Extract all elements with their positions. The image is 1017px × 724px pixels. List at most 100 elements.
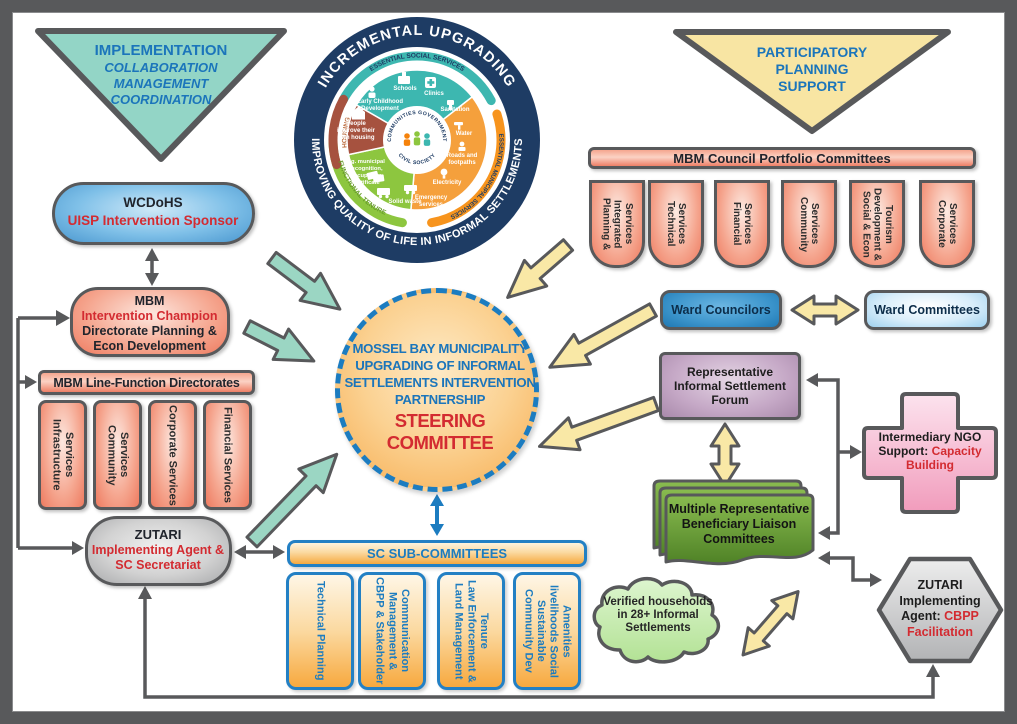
arrow-yellow-forum: [537, 395, 660, 452]
portfolio-1-label: Planning & Integrated Services: [600, 197, 634, 251]
label-housing: People improve their own housing: [336, 121, 375, 142]
housing-icon: [352, 106, 365, 120]
directorate-corporate: Corporate Services: [148, 400, 197, 510]
label-emergency: Emergency services: [414, 195, 448, 209]
label-solid-waste: Solid waste: [388, 199, 422, 205]
schools-icon: [398, 72, 410, 84]
ngo-dark-label: Intermediary NGO Support:: [878, 430, 982, 458]
steering-committee-circle: MOSSEL BAY MUNICIPALITY UPGRADING OF INF…: [335, 288, 539, 492]
arrow-councilors-committees: [790, 294, 860, 326]
segment-social-services: [355, 69, 474, 141]
zutari-hex-agent: Agent:: [901, 609, 941, 624]
participatory-line2: PLANNING: [775, 61, 849, 77]
arrow-yellow-portfolio: [506, 238, 575, 299]
subcommittee-technical-planning: Technical Planning: [286, 572, 354, 690]
wcdohs-box: WCDoHS UISP Intervention Sponsor: [52, 182, 255, 245]
liaison-stack: [652, 479, 815, 566]
directorate-corporate-label: Corporate Services: [166, 404, 179, 506]
arrow-yellow-councilors: [548, 302, 658, 369]
zutari-title: ZUTARI: [134, 527, 182, 542]
portfolio-technical: Technical Services: [648, 180, 704, 268]
line-function-header: MBM Line-Function Directorates: [38, 370, 255, 395]
implementation-title: IMPLEMENTATION: [94, 42, 228, 59]
label-electricity: Electricity: [432, 180, 462, 186]
households-cloud-text: Verified households in 28+ Informal Sett…: [603, 596, 713, 635]
directorate-infrastructure-label: Infrastructure Services: [50, 419, 75, 491]
portfolio-planning: Planning & Integrated Services: [589, 180, 645, 268]
subcommittee-3-label: Land Management Law Enforcement & Tenure: [452, 579, 490, 683]
portfolio-social-econ: Social & Econ Development & Tourism: [849, 180, 905, 268]
arrow-forum-liaison: [709, 422, 741, 488]
implementation-line1: COLLABORATION: [104, 60, 218, 75]
mbm-champion-box: MBM Intervention Champion Directorate Pl…: [70, 287, 230, 357]
community-people-icon: [403, 131, 431, 146]
arrow-cloud-liaison: [741, 590, 800, 657]
steering-line3: SETTLEMENTS INTERVENTION: [344, 375, 536, 390]
directorate-community: Community Services: [93, 400, 142, 510]
zutari-box: ZUTARI Implementing Agent & SC Secretari…: [85, 516, 232, 586]
zutari-hex-text: ZUTARI Implementing Agent: CBPP Facilita…: [892, 578, 988, 641]
arrow-teal-infographic: [266, 250, 342, 311]
portfolio-3-label: Financial Services: [731, 202, 754, 246]
zutari-hex-line3: Agent: CBPP: [892, 609, 988, 625]
arc-housing: [328, 94, 348, 170]
steering-subcommittee-arrow: [430, 494, 444, 536]
participatory-line3: SUPPORT: [778, 78, 846, 94]
steering-line4: PARTNERSHIP: [394, 392, 486, 407]
zutari-hex-line2: Implementing: [899, 593, 981, 608]
subcommittee-community-dev: Community Dev Sustainable livelihoods So…: [513, 572, 581, 690]
zutari-hex-cbpp: CBPP: [944, 609, 979, 624]
clinics-icon: [425, 77, 436, 88]
portfolio-2-label: Technical Services: [665, 201, 688, 247]
ngo-text: Intermediary NGO Support: Capacity Build…: [870, 430, 990, 472]
participatory-triangle: [673, 29, 951, 134]
portfolio-6-label: Corporate Services: [936, 200, 959, 248]
ward-councilors-label: Ward Councilors: [671, 303, 771, 317]
arc-social: [338, 51, 496, 106]
zutari-role2: SC Secretariat: [115, 558, 201, 572]
portfolio-corporate: Corporate Services: [919, 180, 975, 268]
gray-arrowheads: [25, 248, 940, 677]
directorate-financial: Financial Services: [203, 400, 252, 510]
households-cloud: [592, 576, 721, 664]
portfolio-header: MBM Council Portfolio Committees: [588, 147, 976, 169]
line-function-header-label: MBM Line-Function Directorates: [53, 375, 240, 390]
solid-waste-icon: [377, 188, 390, 199]
subcommittee-1-label: Technical Planning: [314, 581, 327, 681]
label-roads: Roads and footpaths: [446, 153, 478, 167]
arrow-teal-champion: [242, 319, 316, 363]
directorate-financial-label: Financial Services: [221, 407, 234, 503]
zutari-role1: Implementing Agent &: [91, 543, 225, 557]
settlement-forum-label: Representative Informal Settlement Forum: [673, 365, 787, 407]
arc-municipal: [427, 109, 506, 228]
implementation-line2: MANAGEMENT: [113, 76, 209, 91]
ngo-cross: [862, 392, 998, 514]
implementation-line3: COORDINATION: [110, 92, 212, 107]
water-icon: [454, 122, 463, 130]
arrow-teal-zutari: [245, 452, 339, 549]
wcdohs-title: WCDoHS: [123, 195, 183, 210]
subcommittee-land: Land Management Law Enforcement & Tenure: [437, 572, 505, 690]
early-childhood-icon: [368, 86, 376, 98]
champion-line3: Directorate Planning &: [82, 324, 217, 338]
portfolio-financial: Financial Services: [714, 180, 770, 268]
champion-line4: Econ Development: [93, 339, 206, 353]
steering-line2: UPGRADING OF INFORMAL: [355, 358, 525, 373]
label-early-childhood: Early Childhood Development: [356, 99, 403, 113]
ward-committees-label: Ward Committees: [874, 303, 980, 317]
portfolio-5-label: Social & Econ Development & Tourism: [860, 187, 894, 261]
ward-councilors-box: Ward Councilors: [660, 290, 782, 330]
participatory-line1: PARTICIPATORY: [756, 44, 868, 60]
liaison-text: Multiple Representative Beneficiary Liai…: [668, 502, 810, 546]
segment-municipal-services: [410, 95, 488, 211]
electricity-icon: [440, 168, 448, 179]
steering-line1: MOSSEL BAY MUNICIPALITY: [352, 341, 528, 356]
implementation-triangle: [35, 28, 287, 162]
ward-committees-box: Ward Committees: [864, 290, 990, 330]
directorate-community-label: Community Services: [105, 424, 130, 486]
label-tenure-recognition: Eg. municipal recognition, occupation ce…: [347, 159, 385, 186]
zutari-hex-title: ZUTARI: [917, 578, 963, 592]
subcommittees-header: SC SUB-COMMITTEES: [287, 540, 587, 567]
